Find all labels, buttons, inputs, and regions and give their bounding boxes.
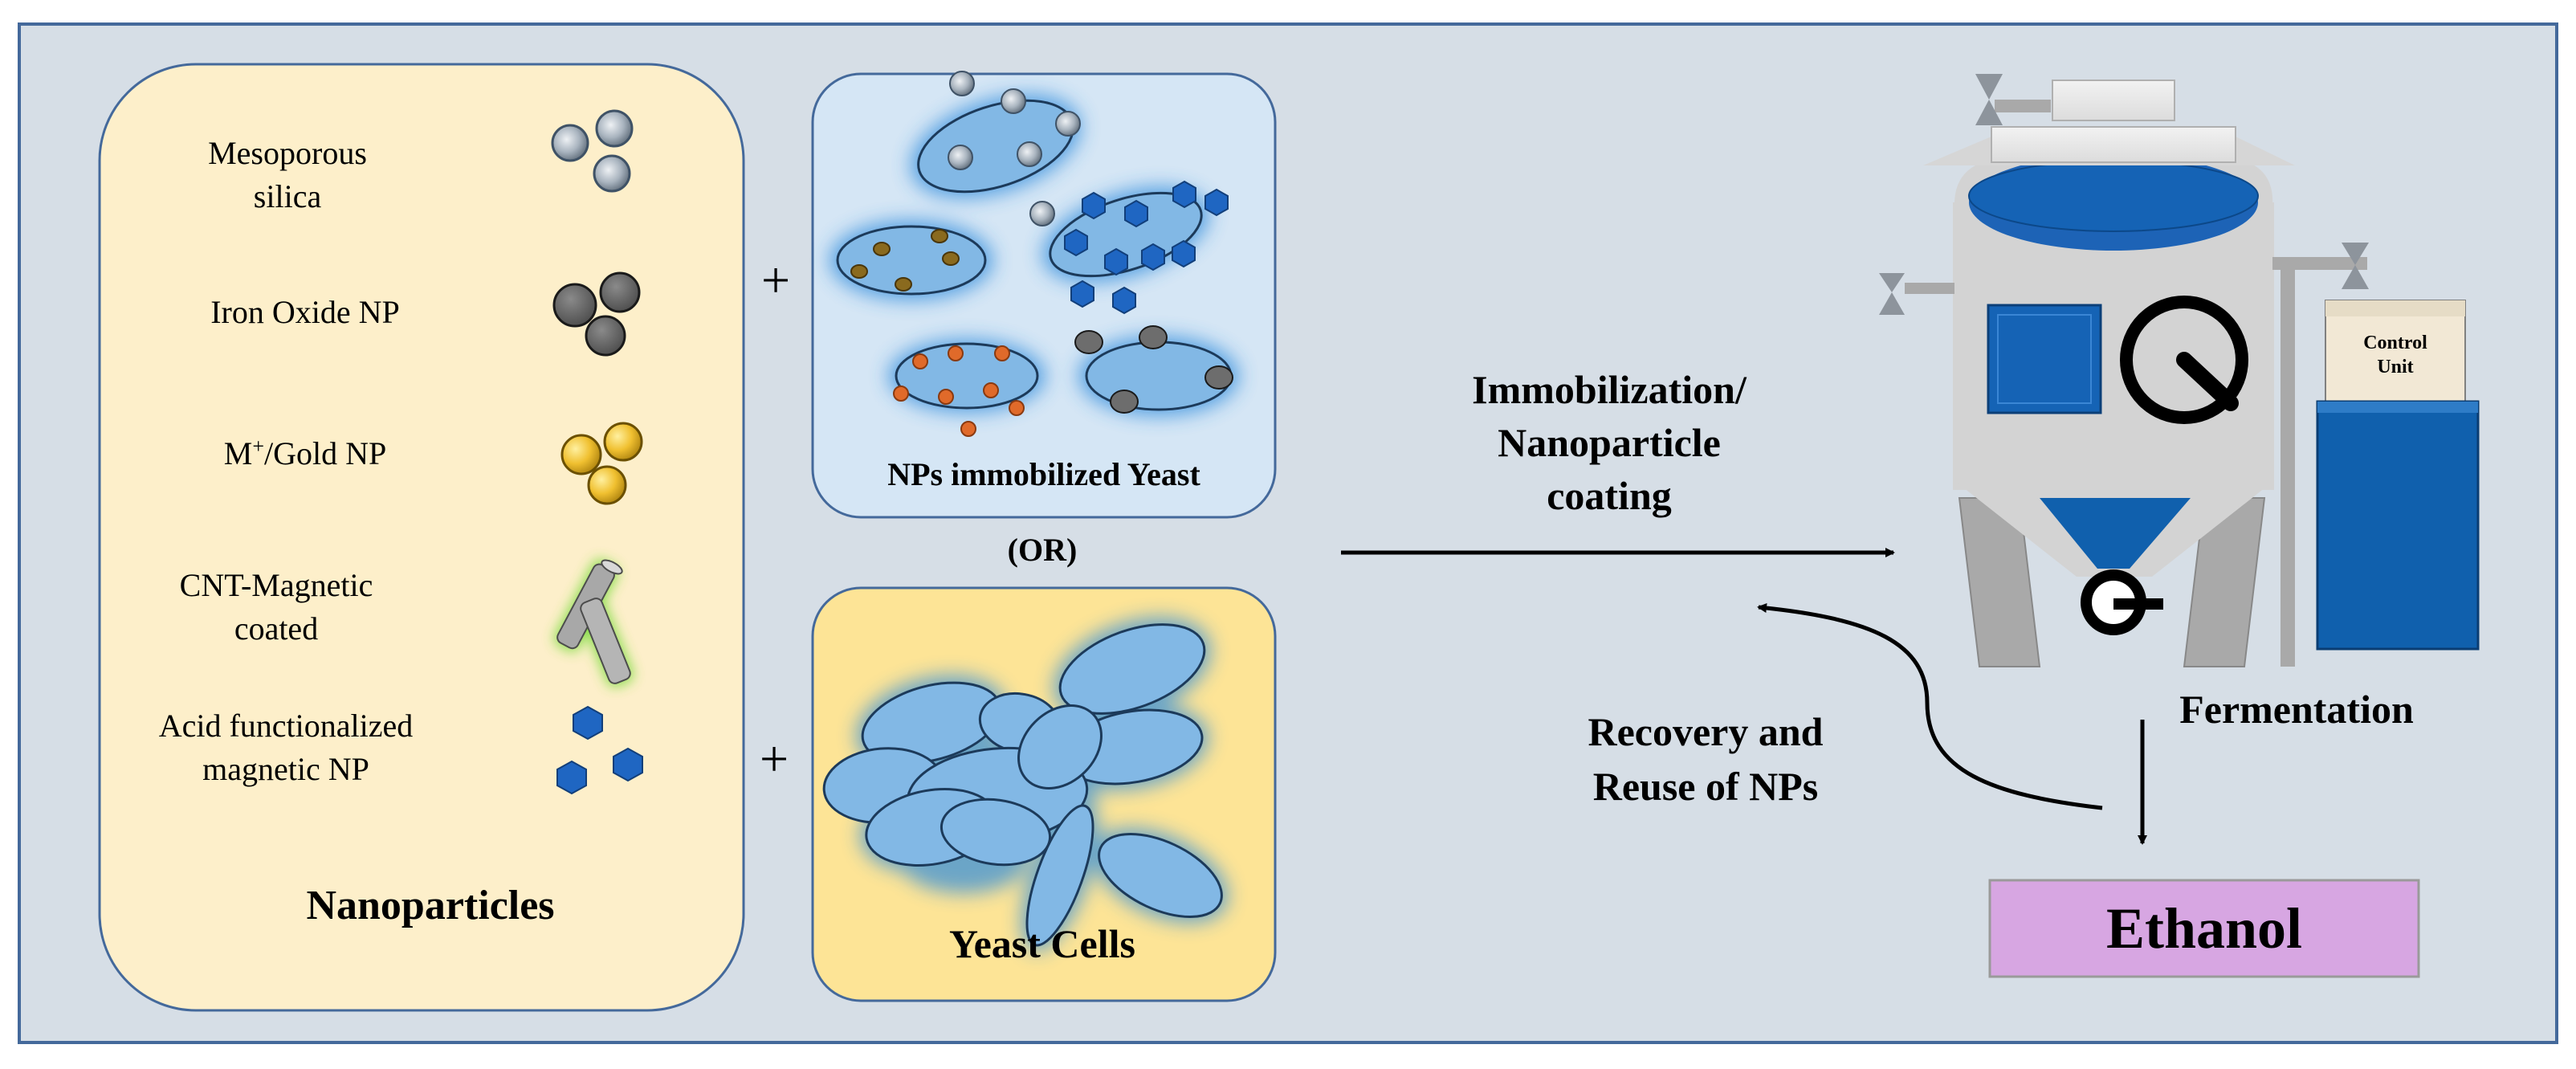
immobilized-cells xyxy=(829,71,1239,437)
yeast-cells-cluster xyxy=(822,617,1229,952)
yeast-cells-title: Yeast Cells xyxy=(949,921,1135,966)
gold-np-icon xyxy=(560,422,643,505)
recovery-arrow xyxy=(1757,603,2103,810)
control-unit-cabinet xyxy=(2316,400,2480,651)
or-label: (OR) xyxy=(1008,532,1078,568)
np-label-gold: M+/Gold NP xyxy=(224,435,387,472)
fermentation-label: Fermentation xyxy=(2179,687,2414,732)
immobilized-yeast-title: NPs immobilized Yeast xyxy=(887,456,1200,492)
fermenter-vessel xyxy=(1879,74,2369,667)
plus-sign-bottom: + xyxy=(760,730,789,787)
cnt-tube-icon xyxy=(554,559,634,688)
hexagon-np-icon xyxy=(556,705,643,795)
silica-sphere-icon xyxy=(551,109,634,193)
pressure-gauge-icon xyxy=(2120,296,2248,424)
iron-oxide-icon xyxy=(552,271,641,357)
nanoparticles-panel xyxy=(98,63,745,1012)
ethanol-box xyxy=(1988,879,2420,978)
ethanol-label: Ethanol xyxy=(2106,896,2302,961)
nanoparticles-title: Nanoparticles xyxy=(306,883,554,928)
np-label-iron-oxide: Iron Oxide NP xyxy=(210,294,400,330)
fermenter-window xyxy=(1987,304,2102,414)
fermenter-lid-top xyxy=(1991,126,2236,163)
plus-sign-top: + xyxy=(761,251,790,308)
